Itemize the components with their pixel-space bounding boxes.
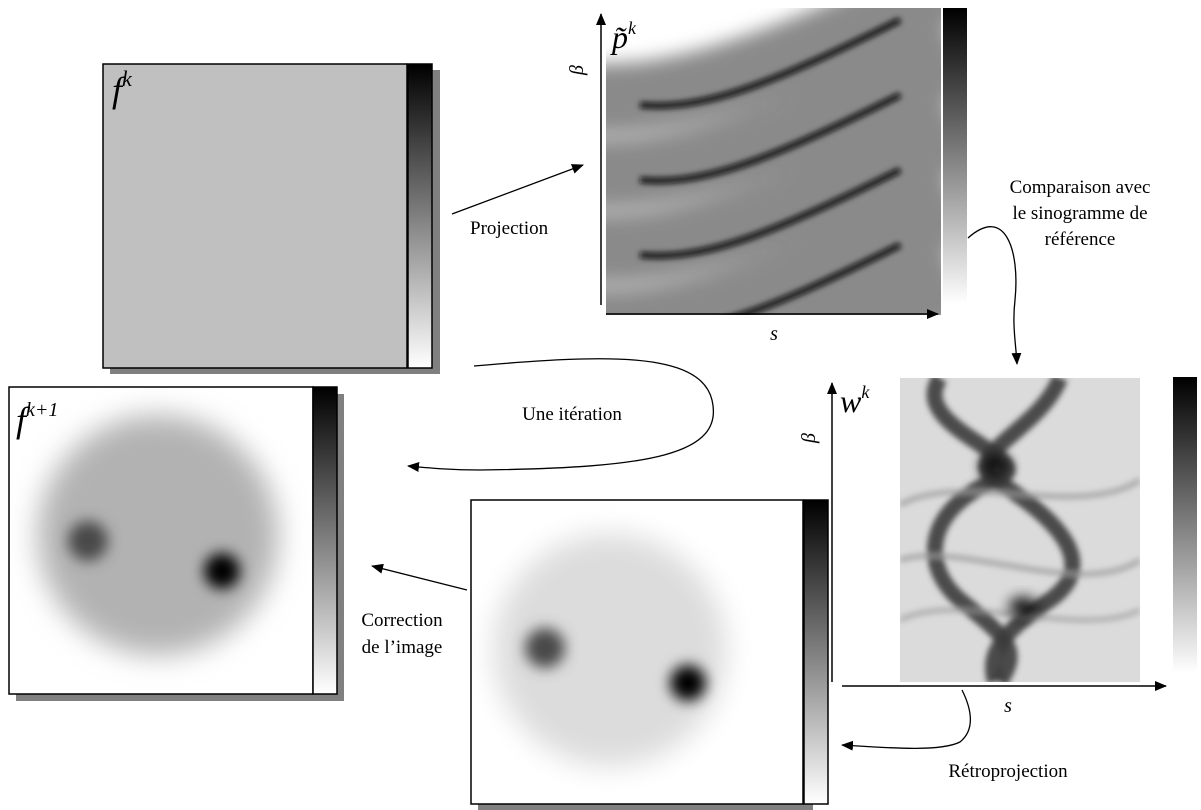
comparison-line-2: le sinogramme de: [1012, 203, 1147, 224]
panel-fk-image: [102, 63, 408, 369]
panel-correction-colorbar: [803, 499, 829, 805]
projection-label: Projection: [470, 218, 549, 239]
panel-wk-label: wk: [840, 382, 870, 419]
panel-wk-axis-y-label: β: [798, 433, 820, 444]
panel-wk-axis-x-label: s: [1004, 695, 1012, 717]
panel-pk: p̃k β s: [566, 8, 967, 345]
panel-fk: fk: [102, 63, 440, 374]
iteration-arrow: [407, 358, 715, 472]
comparison-arrow: [967, 226, 1022, 365]
panel-correction: [470, 499, 829, 810]
panel-fk1: fk+1: [8, 386, 344, 701]
panel-wk-colorbar: [1173, 377, 1197, 673]
comparison-line-3: référence: [1045, 229, 1116, 250]
correction-line-1: Correction: [361, 610, 443, 631]
retroprojection-arrow: [841, 689, 972, 751]
iteration-label: Une itération: [522, 404, 622, 425]
panel-pk-image: [606, 8, 941, 315]
correction-arrow: [371, 563, 468, 591]
comparison-label: Comparaison avec le sinogramme de référe…: [1010, 177, 1151, 250]
panel-wk: wk β s: [798, 377, 1197, 717]
panel-fk1-image: [38, 415, 278, 655]
panel-correction-image: [494, 534, 726, 766]
panel-pk-label: p̃k: [610, 18, 637, 55]
projection-arrow: [451, 164, 584, 215]
panel-pk-colorbar: [943, 8, 967, 304]
panel-fk-colorbar: [407, 63, 433, 369]
retroprojection-label: Rétroprojection: [948, 761, 1068, 782]
correction-line-2: de l’image: [362, 637, 443, 658]
panel-pk-axis-y-label: β: [566, 65, 588, 76]
panel-wk-image: [900, 378, 1140, 682]
panel-fk1-colorbar: [312, 386, 338, 695]
correction-label: Correction de l’image: [361, 610, 443, 658]
comparison-line-1: Comparaison avec: [1010, 177, 1151, 198]
panel-pk-axis-x-label: s: [770, 323, 778, 345]
